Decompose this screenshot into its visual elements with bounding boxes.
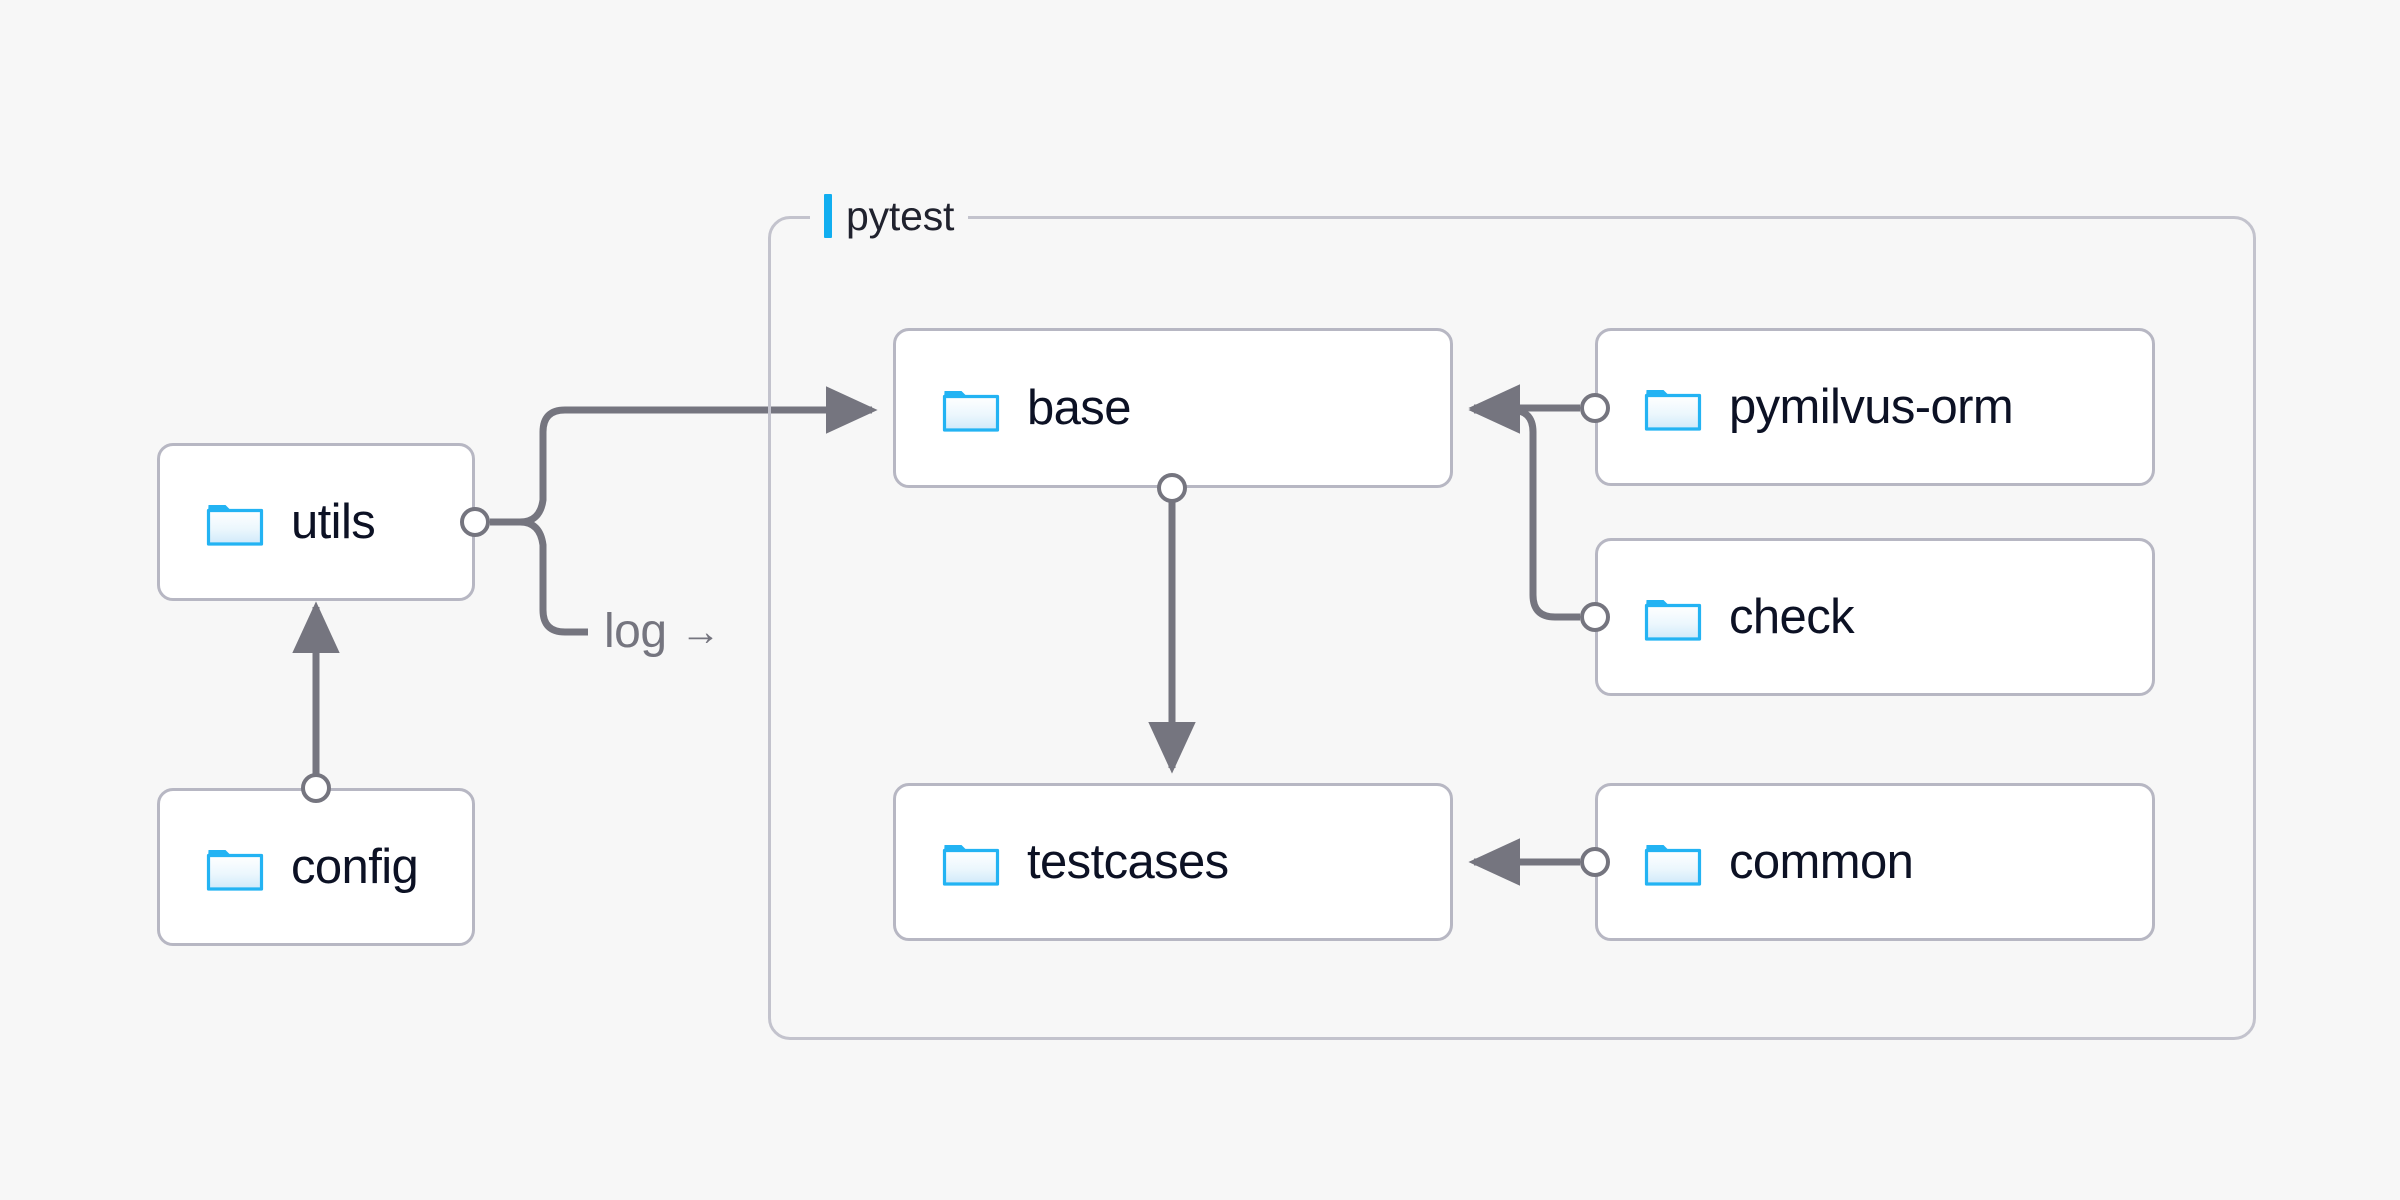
folder-icon [1644, 390, 1702, 431]
port-common-left[interactable] [1580, 847, 1610, 877]
group-title: pytest [846, 192, 955, 239]
node-config[interactable]: config [157, 788, 475, 946]
node-base[interactable]: base [893, 328, 1453, 488]
pytest-group-container[interactable] [768, 216, 2256, 1040]
arrow-right-icon: → [680, 610, 721, 654]
node-label: pymilvus-orm [1729, 379, 2014, 434]
port-pymilvus-orm-left[interactable] [1580, 393, 1610, 423]
node-pymilvus-orm[interactable]: pymilvus-orm [1595, 328, 2155, 486]
folder-icon [1644, 600, 1702, 641]
node-label: check [1729, 589, 1855, 644]
edge-label-text: log [604, 605, 667, 658]
node-label: common [1729, 834, 1914, 889]
port-config-top[interactable] [301, 773, 331, 803]
folder-icon [942, 391, 1000, 432]
node-label: base [1027, 380, 1131, 435]
folder-icon [1644, 845, 1702, 886]
node-testcases[interactable]: testcases [893, 783, 1453, 941]
node-label: utils [291, 494, 376, 549]
accent-bar-icon [824, 194, 832, 238]
node-label: testcases [1027, 834, 1229, 889]
node-check[interactable]: check [1595, 538, 2155, 696]
port-base-bottom[interactable] [1157, 473, 1187, 503]
folder-icon [206, 850, 264, 891]
pytest-group-label: pytest [810, 190, 969, 242]
port-check-left[interactable] [1580, 602, 1610, 632]
folder-icon [206, 505, 264, 546]
port-utils-right[interactable] [460, 507, 490, 537]
edge-utils-to-log [490, 518, 588, 636]
node-label: config [291, 839, 419, 894]
node-utils[interactable]: utils [157, 443, 475, 601]
node-common[interactable]: common [1595, 783, 2155, 941]
edge-label-log: log → [592, 602, 733, 662]
folder-icon [942, 845, 1000, 886]
